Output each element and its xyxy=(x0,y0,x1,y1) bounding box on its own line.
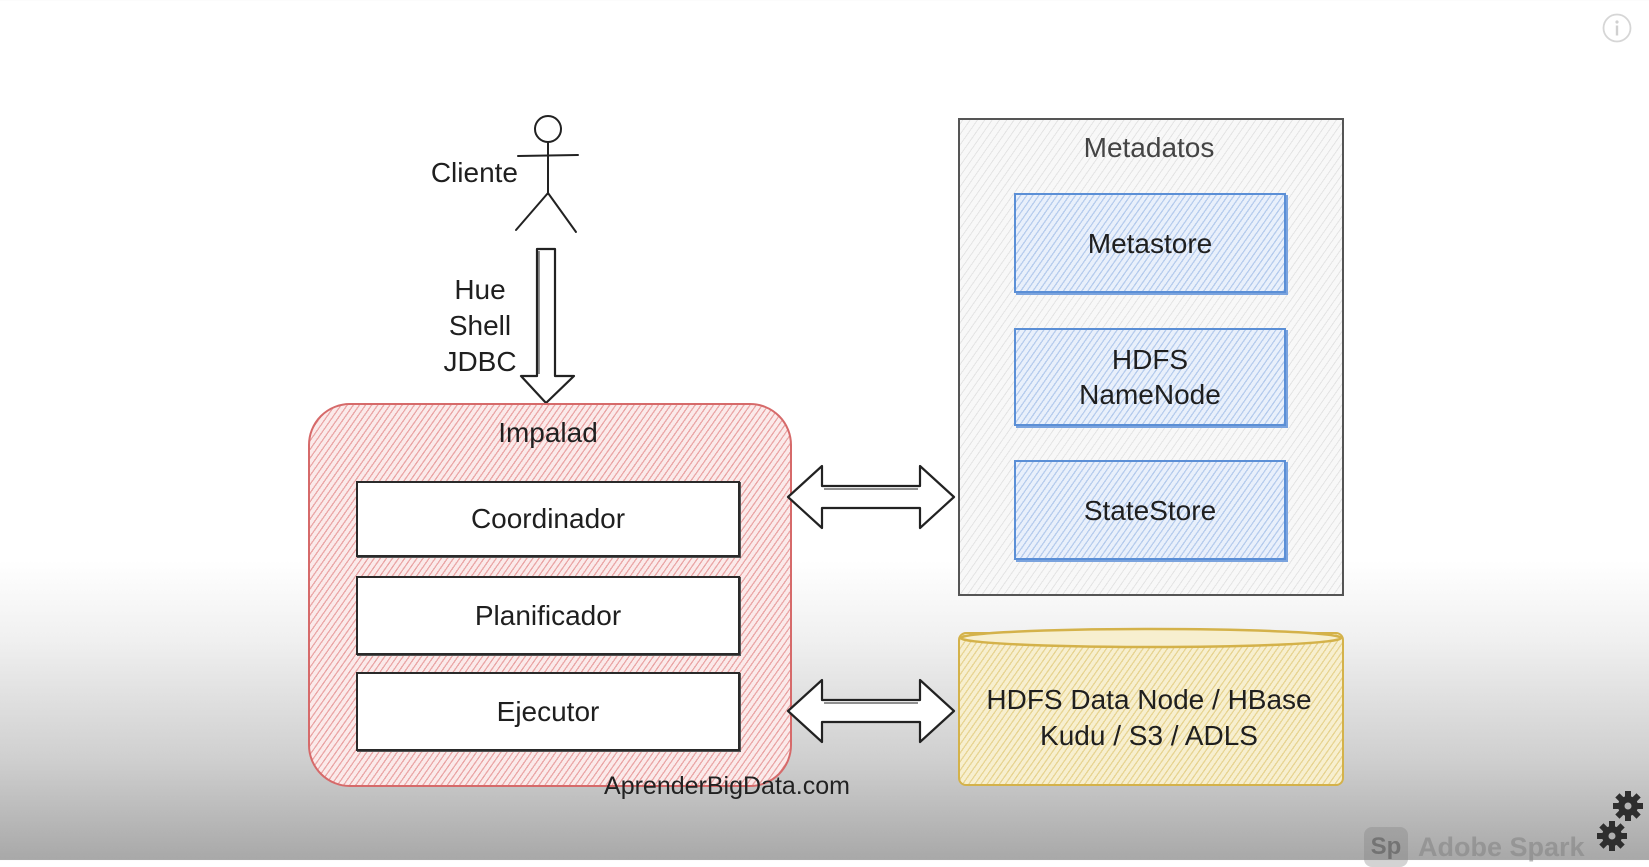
coordinador-label: Coordinador xyxy=(470,503,626,534)
coordinador-box: Coordinador xyxy=(356,481,740,557)
metastore-box: Metastore xyxy=(1014,193,1286,293)
metastore-label: Metastore xyxy=(1087,227,1213,259)
interface-shell: Shell xyxy=(448,310,512,341)
metadata-title: Metadatos xyxy=(1083,132,1215,163)
client-person-icon xyxy=(515,115,579,233)
namenode-box: HDFS NameNode xyxy=(1014,328,1286,426)
brand-watermark: Sp Adobe Spark xyxy=(1364,827,1585,867)
namenode-label-line2: NameNode xyxy=(1079,379,1221,410)
ejecutor-box: Ejecutor xyxy=(356,672,740,751)
ejecutor-label: Ejecutor xyxy=(496,695,600,727)
impalad-title: Impalad xyxy=(498,417,598,448)
planificador-box: Planificador xyxy=(356,576,740,655)
down-arrow xyxy=(519,247,576,405)
statestore-label: StateStore xyxy=(1083,494,1217,526)
interface-jdbc: JDBC xyxy=(443,346,517,377)
brand-name: Adobe Spark xyxy=(1418,831,1585,862)
statestore-box: StateStore xyxy=(1014,460,1286,560)
info-icon[interactable] xyxy=(1602,13,1632,43)
interface-hue: Hue xyxy=(454,274,506,305)
site-watermark: AprenderBigData.com xyxy=(604,772,850,800)
storage-cylinder-top xyxy=(959,627,1343,649)
namenode-label-line1: HDFS xyxy=(1111,344,1189,375)
brand-logo: Sp xyxy=(1364,827,1408,867)
client-label: Cliente xyxy=(430,157,518,188)
double-arrow-storage xyxy=(786,678,956,744)
settings-gear-icon[interactable] xyxy=(1596,790,1646,856)
storage-label-line1: HDFS Data Node / HBase xyxy=(986,684,1312,715)
storage-label-line2: Kudu / S3 / ADLS xyxy=(1040,720,1258,751)
planificador-label: Planificador xyxy=(474,599,622,631)
double-arrow-metadata xyxy=(786,464,956,530)
